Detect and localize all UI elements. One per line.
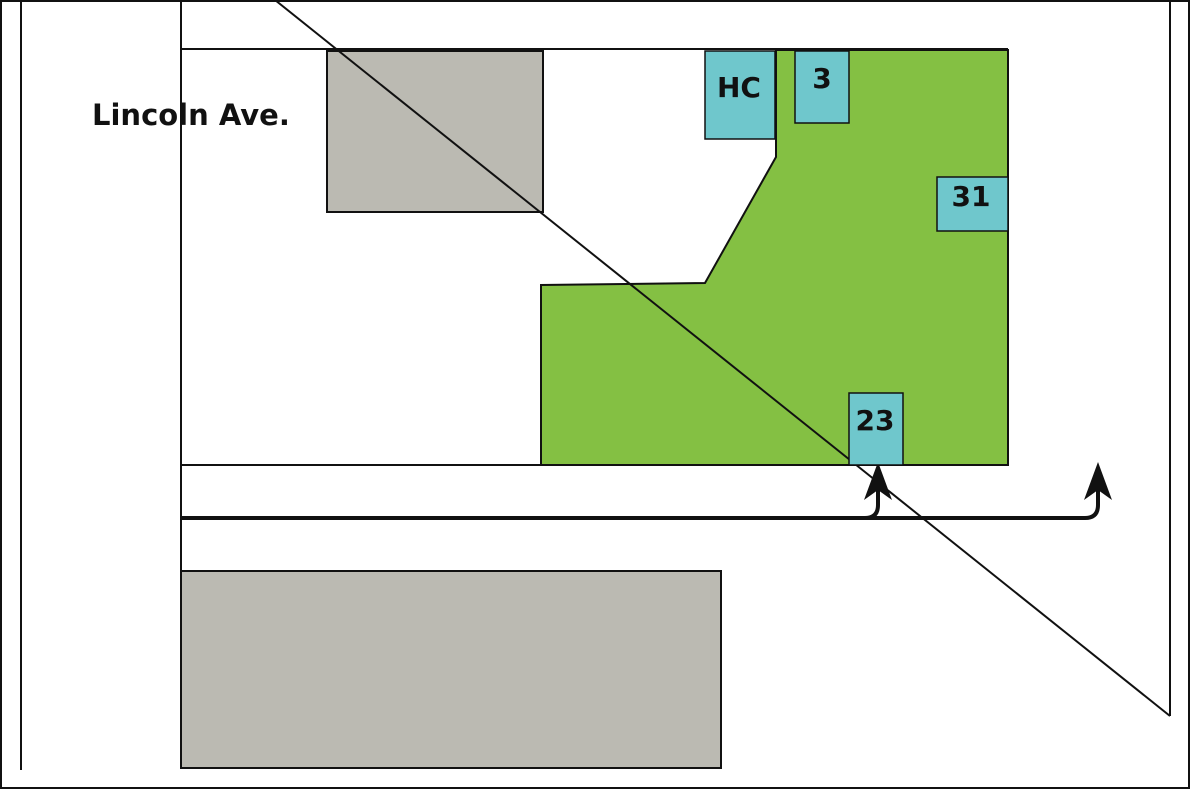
parking-spot-31-box <box>936 176 1009 232</box>
building-bottom <box>180 570 722 769</box>
parking-spot-31[interactable]: 31 <box>936 176 1009 232</box>
parking-spot-hc[interactable]: HC <box>704 50 776 140</box>
street-label: Lincoln Ave. <box>92 98 290 132</box>
parking-spot-hc-label: HC <box>717 71 761 104</box>
arrow-up-icon <box>864 462 892 500</box>
parking-spot-23[interactable]: 23 <box>848 392 904 466</box>
parking-spot-23-box <box>848 392 904 466</box>
right-boundary <box>1154 0 1171 716</box>
parking-spot-3[interactable]: 3 <box>794 50 850 124</box>
parking-spot-hc-box <box>704 50 776 140</box>
parking-spot-31-label: 31 <box>952 180 991 213</box>
diagonal-line <box>274 0 1171 717</box>
parking-spot-23-label: 23 <box>856 404 895 437</box>
green-zone <box>540 49 1009 466</box>
arrow-up-icon <box>1084 462 1112 500</box>
parking-spot-3-box <box>794 50 850 124</box>
drive-path-to-right <box>860 478 1100 520</box>
parking-spot-3-label: 3 <box>812 62 831 95</box>
